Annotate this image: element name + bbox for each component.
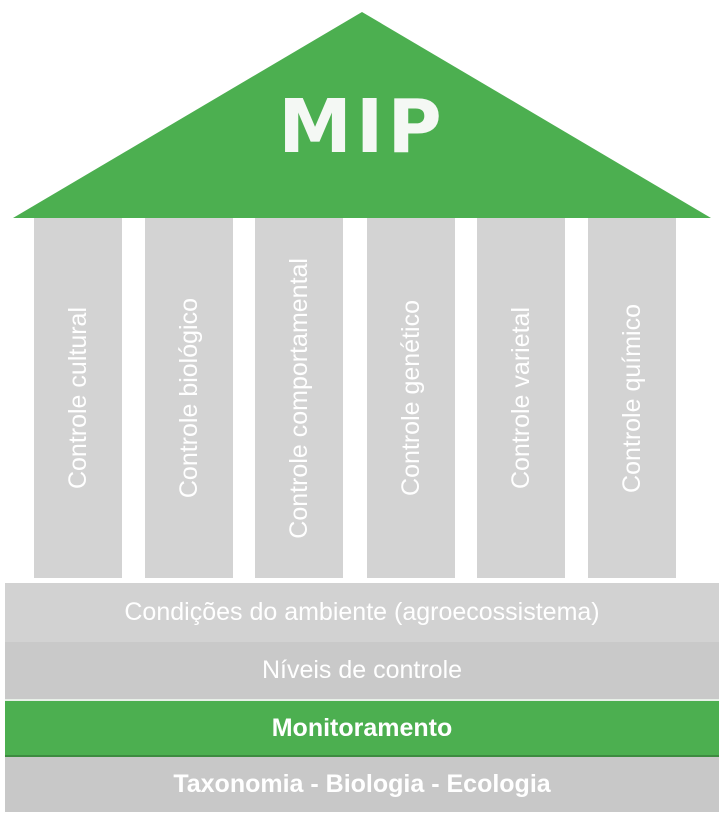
column-label-controle-genetico: Controle genético: [396, 300, 425, 496]
foundation-group: Condições do ambiente (agroecossistema) …: [5, 583, 719, 812]
column-label-wrap: Controle comportamental: [255, 218, 343, 578]
column-label-wrap: Controle cultural: [34, 218, 122, 578]
roof-title: MIP: [278, 84, 446, 170]
column-label-controle-quimico: Controle químico: [617, 303, 646, 493]
column-controle-genetico: Controle genético: [367, 218, 455, 578]
column-label-controle-biologico: Controle biológico: [174, 297, 203, 499]
column-label-wrap: Controle biológico: [145, 218, 233, 578]
column-label-controle-comportamental: Controle comportamental: [284, 257, 313, 539]
column-label-controle-varietal: Controle varietal: [506, 306, 535, 490]
foundation-bar-monitoramento: Monitoramento: [5, 699, 719, 757]
column-label-wrap: Controle químico: [588, 218, 676, 578]
column-controle-biologico: Controle biológico: [145, 218, 233, 578]
column-label-wrap: Controle varietal: [477, 218, 565, 578]
column-controle-quimico: Controle químico: [588, 218, 676, 578]
roof: MIP: [0, 0, 724, 220]
column-controle-cultural: Controle cultural: [34, 218, 122, 578]
column-label-wrap: Controle genético: [367, 218, 455, 578]
column-label-controle-cultural: Controle cultural: [63, 306, 92, 490]
column-controle-varietal: Controle varietal: [477, 218, 565, 578]
column-controle-comportamental: Controle comportamental: [255, 218, 343, 578]
columns-group: Controle cultural Controle biológico Con…: [0, 218, 724, 584]
foundation-bar-condicoes-ambiente: Condições do ambiente (agroecossistema): [5, 583, 719, 642]
roof-triangle-icon: [13, 12, 711, 218]
foundation-bar-taxonomia-biologia-ecologia: Taxonomia - Biologia - Ecologia: [5, 757, 719, 812]
foundation-bar-niveis-de-controle: Níveis de controle: [5, 642, 719, 699]
